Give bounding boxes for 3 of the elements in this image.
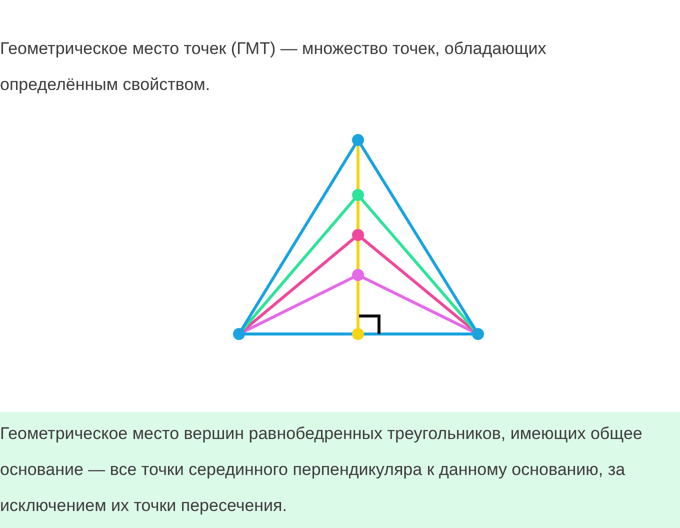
paragraph: Геометрическое место точек (ГМТ) — множество точек, обладающих определённым свойством. [0,38,548,96]
highlight-band [0,412,680,528]
paragraph: Геометрическое место вершин равнобедренных треугольников, имеющих общее основание — все точки серединного перпендикуляра к данному основанию, за исключением их точки пересечения. [0,423,644,517]
